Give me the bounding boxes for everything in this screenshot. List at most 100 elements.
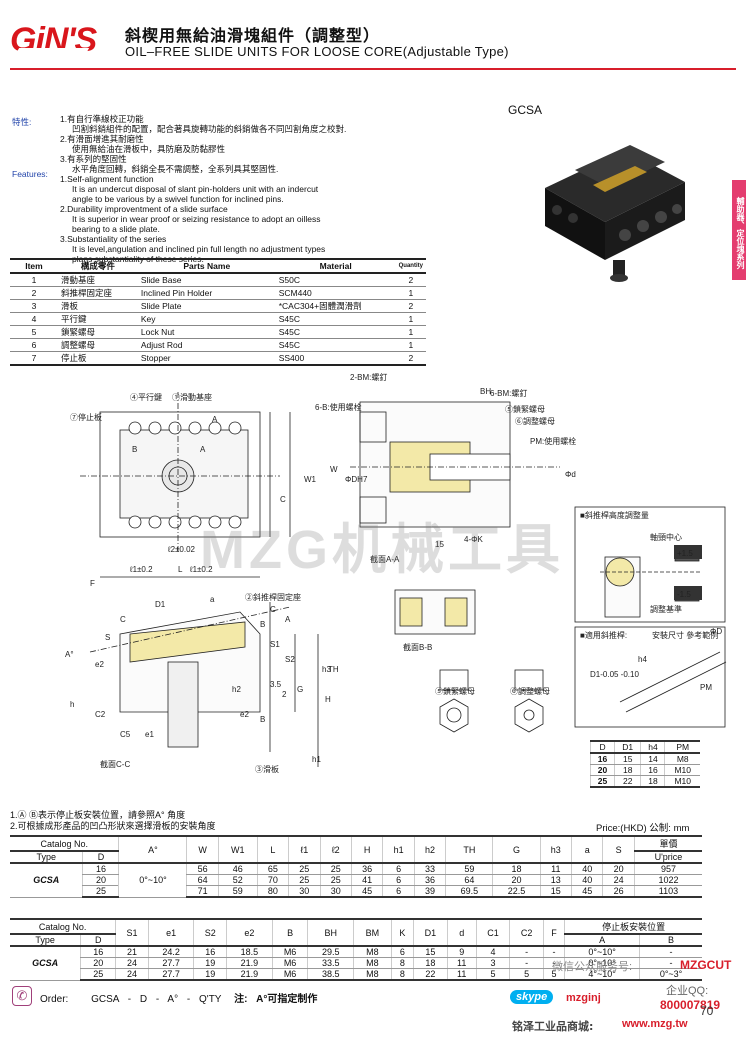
spec-cell: 21 (115, 946, 149, 958)
feature-line: It is an undercut disposal of slant pin-… (72, 184, 319, 194)
label-b-bolt: 6-B:使用螺栓 (315, 402, 362, 412)
features-label-en: Features: (12, 169, 48, 179)
label-adjust-nut: ⑥調整螺母 (515, 416, 555, 426)
spec-cell: 18 (413, 957, 448, 969)
parts-cell: 1 (10, 273, 58, 287)
feature-line: 2.Durability improventment of a slide su… (60, 204, 228, 214)
pin-cell: 22 (614, 775, 641, 788)
col-header: F (542, 918, 565, 947)
spec-cell: 0°~3° (639, 968, 702, 981)
col-header: e1 (147, 918, 194, 947)
parts-cell: 3 (10, 299, 58, 313)
spec-cell: 56 (186, 863, 219, 875)
col-subheader: Type (10, 850, 83, 864)
spec-cell: 64 (445, 874, 493, 886)
dimension-label: h4 (638, 655, 647, 664)
spec-cell: - (542, 946, 565, 958)
dimension-label: 15 (435, 540, 444, 549)
label-lock-nut: ⑤鎖緊螺母 (505, 404, 545, 414)
col-header: h3 (539, 835, 572, 864)
model-code: GCSA (508, 103, 543, 117)
col-header: ℓ2 (319, 835, 352, 864)
col-header: Catalog No. (10, 835, 119, 852)
col-header: TH (445, 835, 493, 864)
col-header: D1 (614, 740, 641, 754)
feature-line: 使用無給油在滑板中，具防磨及防黏膠性 (72, 144, 226, 154)
spec-cell: 69.5 (445, 885, 493, 898)
spec-cell: 41 (350, 874, 383, 886)
dimension-label: e2 (95, 660, 104, 669)
dimension-label: L (178, 565, 183, 574)
parts-cell: 6 (10, 338, 58, 352)
dimension-label: B (260, 620, 265, 629)
col-header: A° (118, 835, 187, 864)
spec-cell: 45 (350, 885, 383, 898)
col-subheader: U'price (633, 850, 702, 864)
spec-cell: 24 (115, 957, 149, 969)
spec-cell: 29.5 (307, 946, 354, 958)
brand-logo: GiN'S (10, 21, 97, 59)
wechat-id[interactable]: MZGCUT (680, 958, 732, 972)
col-header: d (446, 918, 477, 947)
dimension-label: G (297, 685, 303, 694)
spec-cell: 18.5 (226, 946, 273, 958)
spec-cell: 27.7 (147, 957, 194, 969)
parts-cell: Inclined Pin Holder (137, 286, 276, 300)
spec-cell: 71 (186, 885, 219, 898)
col-subheader: A (564, 933, 640, 947)
parts-table-header: Item 構成零件 Parts Name Material Quantity (10, 258, 426, 274)
spec-cell: 64 (186, 874, 219, 886)
label-slide-plate: ③滑板 (255, 764, 279, 774)
note-line: 2.可根據成形產品的凹凸形狀來選擇滑板的安裝角度 (10, 821, 216, 831)
parts-cell: S45C (275, 325, 396, 339)
spec-cell: 20 (602, 863, 635, 875)
dimension-label: h3 (322, 665, 331, 674)
spec-cell: 38.5 (307, 968, 354, 981)
dimension-label: A (212, 415, 218, 424)
order-part: A° (167, 994, 179, 1005)
spec-cell: 40 (571, 874, 603, 886)
parts-table: Item 構成零件 Parts Name Material Quantity 1… (10, 258, 426, 366)
features-label-zh: 特性: (12, 117, 32, 127)
dimension-label: e1 (145, 730, 154, 739)
dimension-label: B (132, 445, 137, 454)
order-part: - (186, 994, 191, 1005)
spec-cell: 25 (288, 874, 320, 886)
dimension-label: F (90, 579, 95, 588)
pin-cell: 16 (640, 764, 665, 776)
dimension-label: D1-0.05 -0.10 (590, 670, 639, 679)
spec-cell: - (509, 957, 544, 969)
label-pin-applicable: ■適用斜推桿: (580, 630, 627, 640)
dimension-label: H (325, 695, 331, 704)
phone-icon: ✆ (12, 986, 32, 1006)
order-part: GCSA (91, 994, 119, 1005)
shop-url[interactable]: www.mzg.tw (622, 1018, 688, 1030)
label-minus: -1.5 (677, 590, 691, 599)
dimension-label: ℓ1±0.2 (129, 565, 153, 574)
notes: 1.Ⓐ Ⓑ表示停止板安裝位置，請參照A° 角度 2.可根據成形產品的凹凸形狀來選… (10, 810, 216, 832)
dimension-label: C (270, 605, 276, 614)
product-photo (545, 145, 685, 282)
dimension-label: h (70, 700, 74, 709)
col-subheader: B (639, 933, 702, 947)
col-header: h1 (382, 835, 415, 864)
feature-line: 凹割斜銷組件的配置，配合著具旋轉功能的斜銷做各不同凹割角度之校對. (72, 124, 347, 134)
spec-cell: 16 (82, 863, 119, 875)
qq-number[interactable]: 800007819 (660, 998, 721, 1012)
wechat-label: 微信公众服务号: (552, 961, 633, 973)
col-header: S (602, 835, 635, 864)
spec-cell: 25 (319, 863, 352, 875)
spec-cell: 20 (492, 874, 541, 886)
category-side-tab[interactable]: 輔助器、定位塊系列 (732, 180, 746, 280)
skype-id[interactable]: mzginj (566, 992, 601, 1004)
spec-cell: 15 (539, 885, 572, 898)
spec-cell: 33 (413, 863, 446, 875)
spec-cell: 19 (193, 968, 227, 981)
col-header: W (186, 835, 219, 864)
parts-cell: S45C (275, 312, 396, 326)
